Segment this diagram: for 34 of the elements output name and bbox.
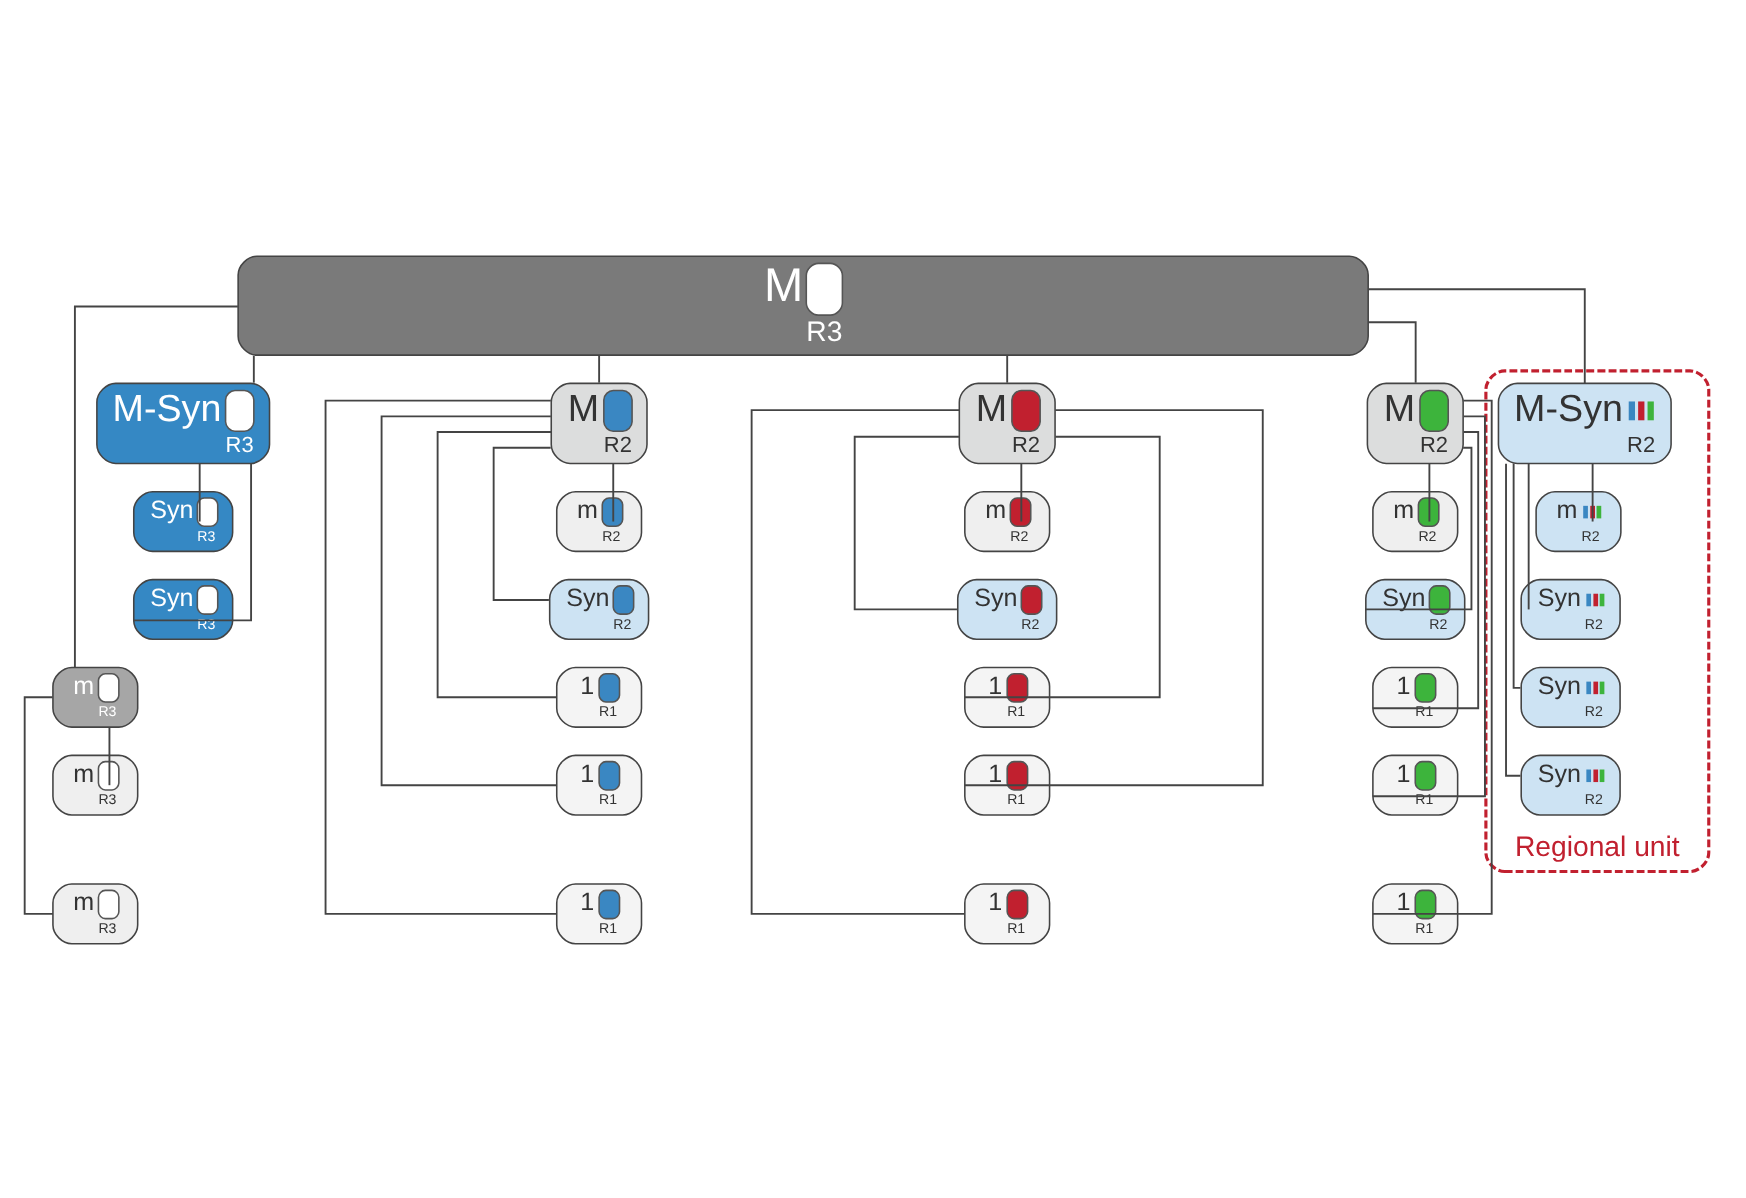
connector <box>132 461 252 621</box>
connector <box>1371 430 1480 709</box>
connector <box>73 304 239 668</box>
connector <box>853 434 960 610</box>
connector <box>963 408 1264 786</box>
connector <box>1020 461 1023 522</box>
connector <box>23 695 54 914</box>
connector <box>750 408 966 914</box>
connector <box>1367 320 1417 383</box>
connector <box>963 434 1161 698</box>
connector <box>1428 461 1431 522</box>
connector <box>380 414 558 786</box>
connector <box>492 445 552 600</box>
connector <box>1512 461 1522 688</box>
connector <box>1505 461 1522 776</box>
connector <box>1364 445 1473 610</box>
node-box: M R2 <box>1366 381 1464 464</box>
node-box: M R3 <box>237 254 1369 355</box>
connector <box>612 461 615 522</box>
connector <box>1367 287 1586 384</box>
connector <box>252 353 255 383</box>
connector <box>1006 353 1009 383</box>
connector <box>108 725 111 786</box>
node-box: M R2 <box>550 381 648 464</box>
connector <box>324 398 558 914</box>
connector <box>1527 461 1530 610</box>
node-box: M R2 <box>958 381 1056 464</box>
node-box: M-Syn R3 <box>96 381 271 464</box>
node-box: M-Syn R2 <box>1497 381 1672 464</box>
connector <box>1371 414 1486 797</box>
connector <box>198 461 201 522</box>
connector <box>436 430 558 698</box>
connector <box>1371 398 1493 914</box>
connector <box>598 353 601 383</box>
